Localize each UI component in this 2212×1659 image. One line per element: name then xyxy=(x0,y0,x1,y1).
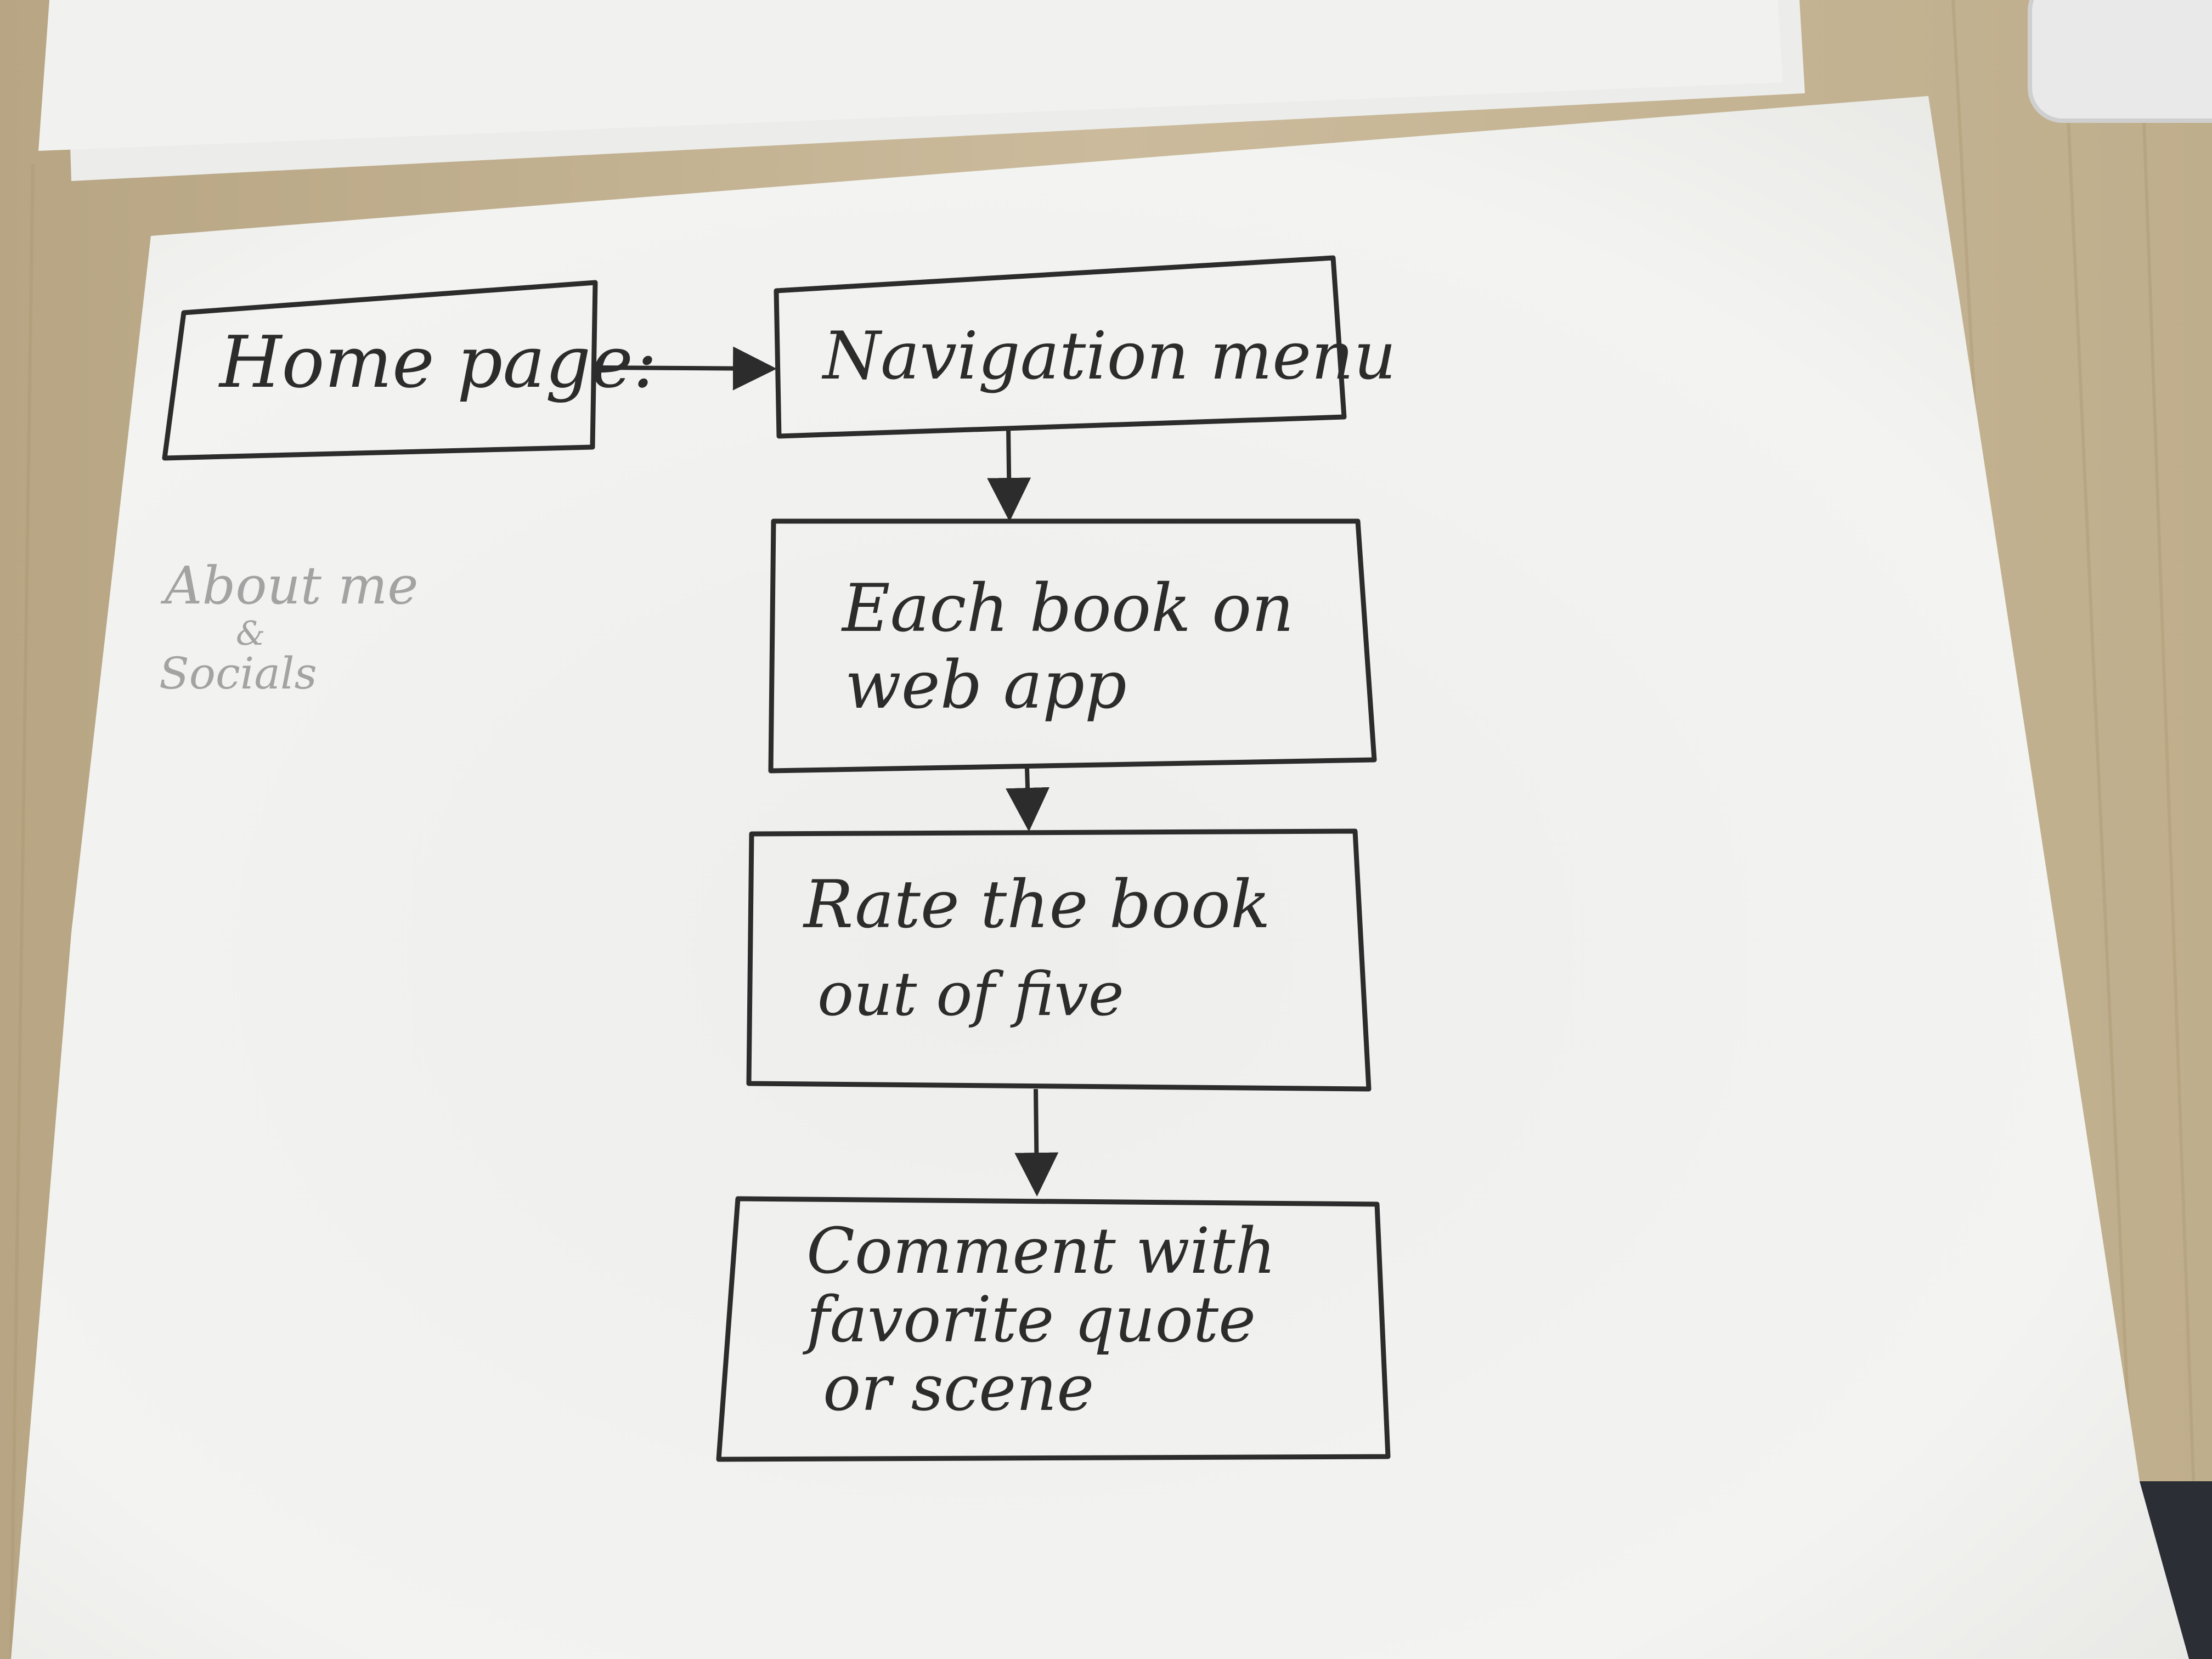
box-comment xyxy=(716,1196,1391,1462)
device-corner xyxy=(2028,0,2212,123)
label-comment-line1: Comment with xyxy=(806,1215,1276,1288)
label-navigation-menu: Navigation menu xyxy=(821,318,1396,394)
box-navigation-menu xyxy=(774,255,1347,439)
arrow-nav-to-books xyxy=(987,427,1031,522)
flowchart xyxy=(162,255,1391,1462)
annotation-line2: & xyxy=(236,614,265,653)
label-comment-line3: or scene xyxy=(823,1352,1094,1425)
box-home-page xyxy=(162,280,598,461)
background-paper-sheet-top xyxy=(38,0,1783,151)
main-paper-sheet xyxy=(11,96,2189,1659)
label-each-book-line1: Each book on xyxy=(841,571,1294,647)
arrow-books-to-rate xyxy=(1006,768,1050,832)
label-rate-line1: Rate the book xyxy=(803,867,1271,943)
arrow-home-to-nav xyxy=(600,346,777,391)
label-home-page: Home page: xyxy=(218,320,657,404)
label-comment-line2: favorite quote xyxy=(802,1283,1256,1357)
label-each-book-line2: web app xyxy=(845,647,1127,724)
annotation-line3: Socials xyxy=(159,648,317,699)
box-rate-book xyxy=(746,828,1372,1092)
arrow-rate-to-comment xyxy=(1014,1088,1059,1197)
flow-arrows xyxy=(600,346,1059,1197)
annotation-line1: About me xyxy=(160,556,418,616)
label-rate-line2: out of five xyxy=(817,959,1124,1029)
box-each-book xyxy=(768,518,1377,774)
